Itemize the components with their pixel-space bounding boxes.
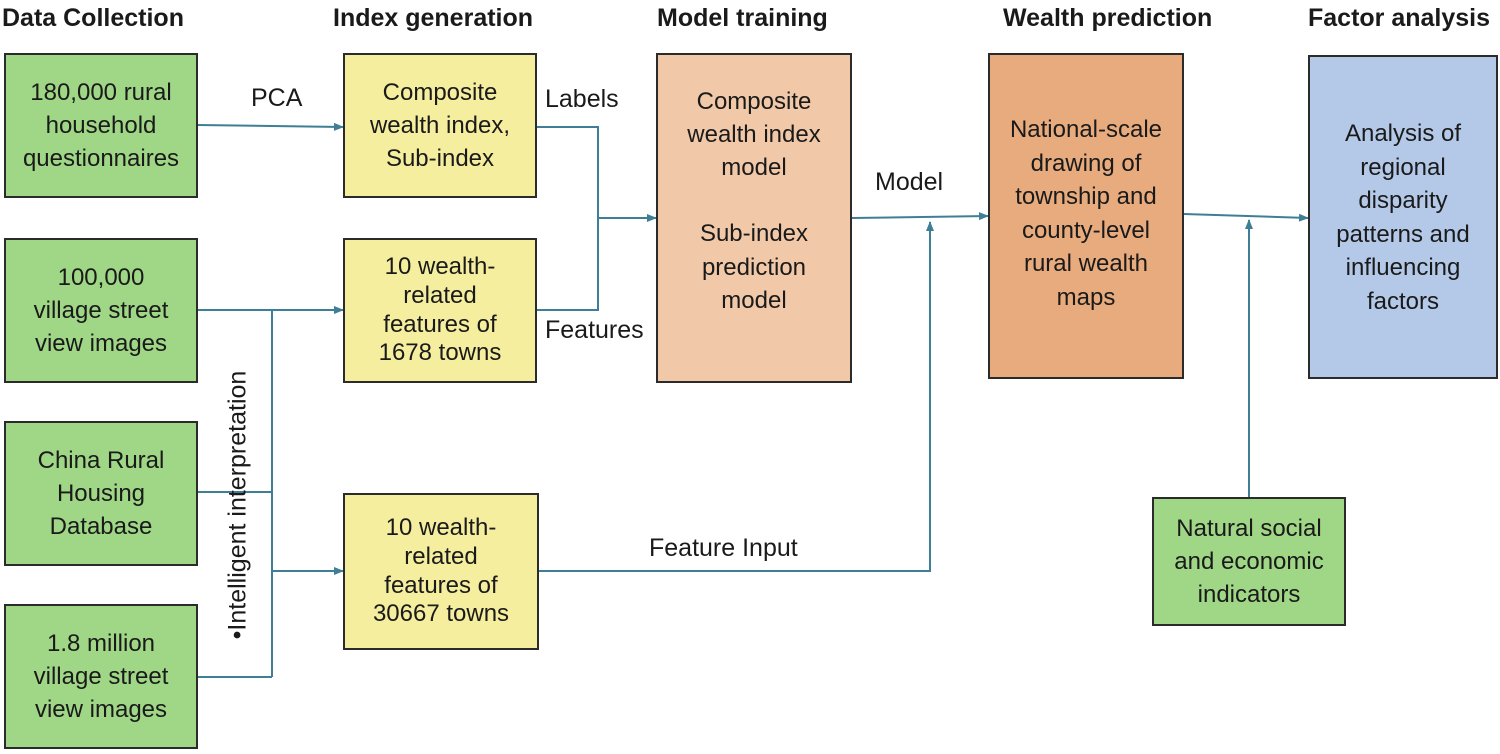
arrow-questionnaires-to-index xyxy=(197,122,344,131)
label-pca: PCA xyxy=(251,84,303,112)
header-model-training: Model training xyxy=(657,4,828,32)
label-model: Model xyxy=(875,168,944,196)
box-indicators: Natural social and economic indicators xyxy=(1152,497,1346,626)
line-feature-input xyxy=(539,221,934,572)
line-features xyxy=(537,218,599,311)
arrow-model-to-maps xyxy=(851,212,989,221)
label-labels: Labels xyxy=(545,85,619,113)
box-models: Composite wealth index model Sub-index p… xyxy=(656,53,852,383)
box-analysis: Analysis of regional disparity patterns … xyxy=(1308,55,1498,379)
box-street-view-100k: 100,000 village street view images xyxy=(4,238,198,383)
box-wealth-maps-text: National-scale drawing of township and c… xyxy=(1009,116,1163,311)
box-housing-database: China Rural Housing Database xyxy=(4,421,198,566)
header-data-collection: Data Collection xyxy=(2,4,184,32)
box-street-view-100k-text: 100,000 village street view images xyxy=(33,263,169,358)
box-questionnaires-text: 180,000 rural household questionnaires xyxy=(22,78,180,173)
label-features: Features xyxy=(545,316,644,344)
label-intelligent-interpretation: •Intelligent interpretation xyxy=(223,370,252,640)
box-features-1678: 10 wealth- related features of 1678 town… xyxy=(343,238,537,383)
header-wealth-prediction: Wealth prediction xyxy=(1003,4,1213,32)
box-features-30667-text: 10 wealth- related features of 30667 tow… xyxy=(372,513,510,628)
box-wealth-index-text: Composite wealth index, Sub-index xyxy=(369,78,511,173)
box-street-view-1-8m: 1.8 million village street view images xyxy=(4,604,198,749)
box-models-text: Composite wealth index model Sub-index p… xyxy=(687,88,821,314)
box-wealth-index: Composite wealth index, Sub-index xyxy=(343,53,537,198)
header-factor-analysis: Factor analysis xyxy=(1308,4,1491,32)
box-features-30667: 10 wealth- related features of 30667 tow… xyxy=(343,493,539,650)
box-indicators-text: Natural social and economic indicators xyxy=(1174,514,1324,609)
label-feature-input: Feature Input xyxy=(649,534,798,562)
box-features-1678-text: 10 wealth- related features of 1678 town… xyxy=(378,252,502,367)
line-labels xyxy=(537,126,599,218)
arrow-maps-to-analysis xyxy=(1183,213,1309,222)
box-questionnaires: 180,000 rural household questionnaires xyxy=(4,53,198,198)
box-street-view-1-8m-text: 1.8 million village street view images xyxy=(33,629,169,724)
box-wealth-maps: National-scale drawing of township and c… xyxy=(988,53,1184,379)
header-index-generation: Index generation xyxy=(333,4,534,32)
box-analysis-text: Analysis of regional disparity patterns … xyxy=(1336,120,1470,315)
box-housing-database-text: China Rural Housing Database xyxy=(37,446,165,541)
